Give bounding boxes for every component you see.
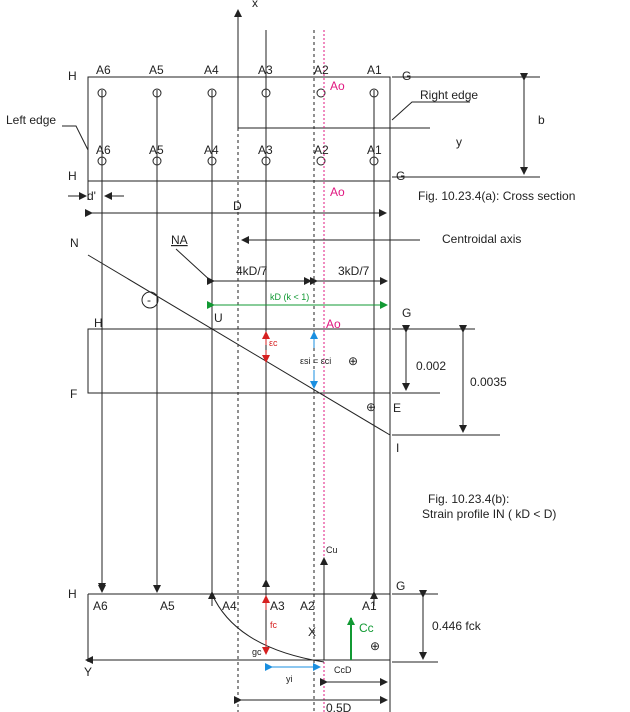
right-edge-label: Right edge — [420, 88, 478, 102]
bar-label-a2-top: A2 — [314, 63, 329, 77]
label-H-strain: H — [94, 316, 103, 330]
cu-label: Cu — [326, 545, 338, 555]
label-N: N — [70, 236, 79, 250]
bar-label-a5-bottom: A5 — [149, 143, 164, 157]
fc-label: fc — [270, 620, 278, 630]
stress-bar-a3: A3 — [270, 599, 285, 613]
label-G-strain: G — [402, 306, 411, 320]
centroidal-axis-label: Centroidal axis — [442, 232, 521, 246]
strain-caption-1: Fig. 10.23.4(b): — [428, 492, 509, 506]
cross-section-caption: Fig. 10.23.4(a): Cross section — [418, 189, 575, 203]
val-0446-label: 0.446 fck — [432, 619, 482, 633]
strain-profile-labels: N NA Centroidal axis 4kD/7 3kD/7 kD (k <… — [70, 232, 556, 521]
ccd-label: CcD — [334, 665, 352, 675]
bar-label-a5-top: A5 — [149, 63, 164, 77]
corner-h-top: H — [68, 69, 77, 83]
label-E: E — [393, 401, 401, 415]
kd-label: kD (k < 1) — [270, 292, 309, 302]
y-label-stress: Y — [84, 665, 92, 679]
bar-label-a6-top: A6 — [96, 63, 111, 77]
corner-g-bottom: G — [396, 169, 405, 183]
axis-x-label: x — [252, 0, 258, 10]
strain-profile — [87, 236, 500, 436]
label-H-stress: H — [68, 587, 77, 601]
depth-D-label: D — [233, 199, 242, 213]
cross-section — [62, 9, 540, 217]
minus-circle — [141, 291, 159, 309]
dim-4kd7-label: 4kD/7 — [236, 264, 268, 278]
x-label-stress: X — [308, 625, 316, 639]
stress-block — [85, 557, 438, 704]
bar-label-a3-top: A3 — [258, 63, 273, 77]
yi-label: yi — [286, 674, 293, 684]
stress-bar-a5: A5 — [160, 599, 175, 613]
stress-block-labels: H G A6 A5 A4 A3 A2 A1 Cu fc X Cc ⊕ 0.446… — [68, 545, 482, 712]
eps-c-label: εc — [269, 338, 278, 348]
strain-line — [87, 254, 391, 436]
bar-label-a4-top: A4 — [204, 63, 219, 77]
strain-caption-2: Strain profile IN ( kD < D) — [422, 507, 556, 521]
section-rectangle — [87, 76, 391, 182]
minus-label: - — [147, 293, 151, 307]
strain-block-rectangle — [87, 328, 391, 394]
label-G-stress: G — [396, 579, 405, 593]
half-D-label: 0.5D — [326, 701, 352, 712]
corner-g-top: G — [402, 69, 411, 83]
label-F: F — [70, 387, 77, 401]
bar-label-a1-top: A1 — [367, 63, 382, 77]
bar-a2-bottom — [316, 156, 326, 166]
ao-label-bottom: Ao — [330, 185, 345, 199]
na-leader — [175, 248, 213, 283]
bar-label-a2-bottom: A2 — [314, 143, 329, 157]
val-0002-label: 0.002 — [416, 359, 446, 373]
axis-y-label: y — [456, 135, 462, 149]
width-b-label: b — [538, 113, 545, 127]
stress-bar-a2: A2 — [300, 599, 315, 613]
left-edge-label: Left edge — [6, 113, 56, 127]
right-edge-leader — [391, 101, 470, 121]
label-U: U — [214, 311, 223, 325]
stress-bar-a1: A1 — [362, 599, 377, 613]
parabola-curve — [211, 593, 325, 663]
dim-3kd7-label: 3kD/7 — [338, 264, 370, 278]
plus-strain-2: ⊕ — [366, 400, 376, 414]
gc-label: gc — [252, 647, 262, 657]
val-00035-label: 0.0035 — [470, 375, 507, 389]
eps-equality-label: εsi = εci — [300, 356, 331, 366]
plus-strain-1: ⊕ — [348, 354, 358, 368]
cover-d-label: d' — [87, 189, 96, 203]
corner-h-bottom: H — [68, 169, 77, 183]
bar-label-a4-bottom: A4 — [204, 143, 219, 157]
cross-section-labels: x y H G H G A6 A5 A4 A3 A2 A1 Ao A6 A5 A… — [6, 0, 575, 213]
plus-stress: ⊕ — [370, 639, 380, 653]
bar-a2-top — [316, 88, 326, 98]
bar-label-a3-bottom: A3 — [258, 143, 273, 157]
left-edge-leader — [62, 125, 89, 151]
stress-bar-a4: A4 — [222, 599, 237, 613]
ao-label-top: Ao — [330, 79, 345, 93]
ao-label-strain: Ao — [326, 317, 341, 331]
bar-label-a6-bottom: A6 — [96, 143, 111, 157]
stress-bar-a6: A6 — [93, 599, 108, 613]
bar-label-a1-bottom: A1 — [367, 143, 382, 157]
label-NA: NA — [171, 233, 188, 247]
label-I: I — [396, 441, 399, 455]
cc-label: Cc — [359, 621, 374, 635]
projection-lines — [98, 30, 391, 712]
